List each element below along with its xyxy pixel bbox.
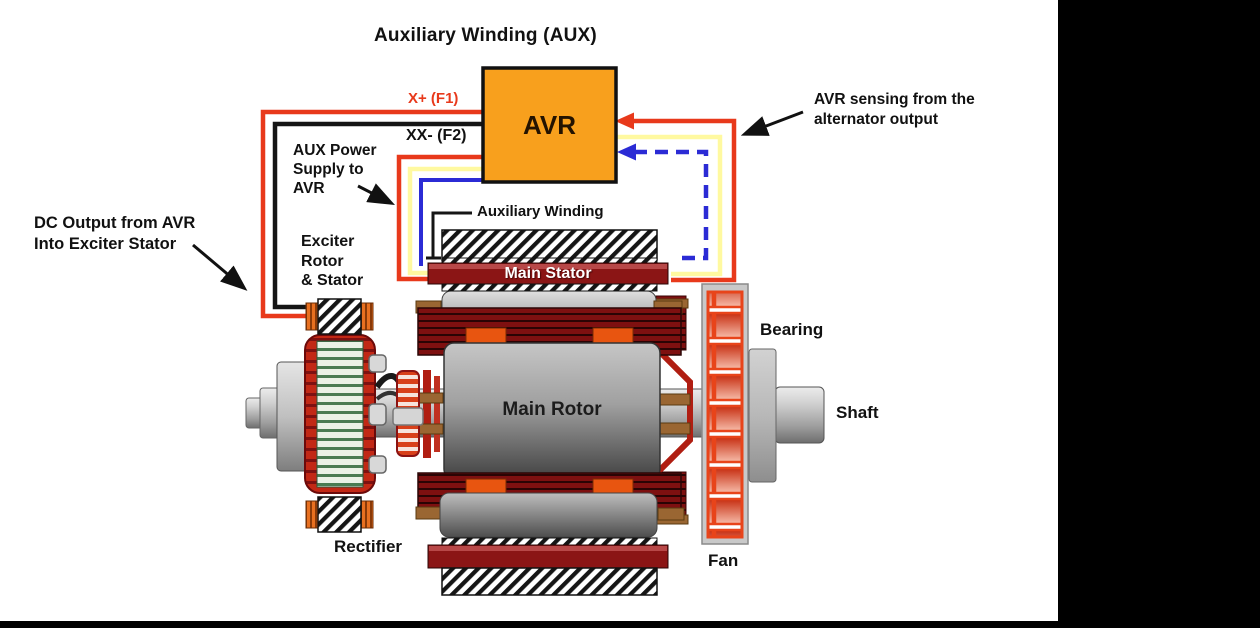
shaft-left-hub <box>276 361 309 472</box>
main-stator-label: Main Stator <box>504 265 592 282</box>
wire-sensing-blue-dashed <box>634 149 709 261</box>
fan-label: Fan <box>708 551 739 570</box>
avr-sensing-annotation: AVR sensing from the alternator output <box>814 91 975 128</box>
auxiliary-winding-label: Auxiliary Winding <box>477 203 604 220</box>
shaft-label: Shaft <box>836 403 879 422</box>
wire-label-x-plus-f1: X+ (F1) <box>408 90 459 107</box>
main-stator-top <box>427 229 669 292</box>
rectifier-disc <box>392 370 424 457</box>
wire-sensing-red <box>632 118 737 283</box>
wire-aux-supply-yellow <box>407 166 483 276</box>
dc-output-annotation: DC Output from AVR Into Exciter Stator <box>34 214 196 253</box>
wire-xx-minus-f2 <box>272 121 483 310</box>
alternator-avr-diagram <box>192 66 825 596</box>
wire-sensing-yellow <box>616 134 723 277</box>
fan-disc <box>701 283 749 545</box>
exciter-rotor <box>304 334 376 494</box>
exciter-terminal-clips <box>368 354 387 474</box>
aux-power-annotation: AUX Power Supply to AVR <box>293 142 377 197</box>
annotation-arrows <box>192 110 804 291</box>
avr-box <box>481 66 618 184</box>
blue-arrowhead-into-avr <box>617 143 636 161</box>
rotor-pole-bottom <box>439 492 658 538</box>
exciter-stator-top <box>305 298 374 335</box>
wire-aux-supply-orange <box>396 154 483 282</box>
wire-aux-supply-blue <box>419 178 483 266</box>
red-arrowhead-into-avr <box>615 112 634 130</box>
wire-x-plus-f1 <box>260 109 483 319</box>
main-rotor-label: Main Rotor <box>502 399 602 420</box>
aux-power-arrow <box>357 183 396 206</box>
rectifier-label: Rectifier <box>334 537 403 556</box>
dc-output-arrow <box>192 243 248 291</box>
exciter-stator-bottom <box>305 496 374 533</box>
sensing-arrow <box>740 110 804 136</box>
aux-winding-pointer-line <box>426 211 472 260</box>
diagram-title: Auxiliary Winding (AUX) <box>374 25 597 46</box>
wiring <box>260 109 737 319</box>
shaft-right-stub <box>774 386 825 444</box>
exciter-annotation: Exciter Rotor & Stator <box>301 233 364 289</box>
bearing-label: Bearing <box>760 320 824 339</box>
wire-label-xx-minus-f2: XX- (F2) <box>406 127 467 144</box>
auxiliary-winding-block <box>441 229 658 261</box>
bearing-block <box>748 348 777 483</box>
alternator-machine <box>245 229 825 596</box>
main-stator-bottom <box>427 537 669 596</box>
